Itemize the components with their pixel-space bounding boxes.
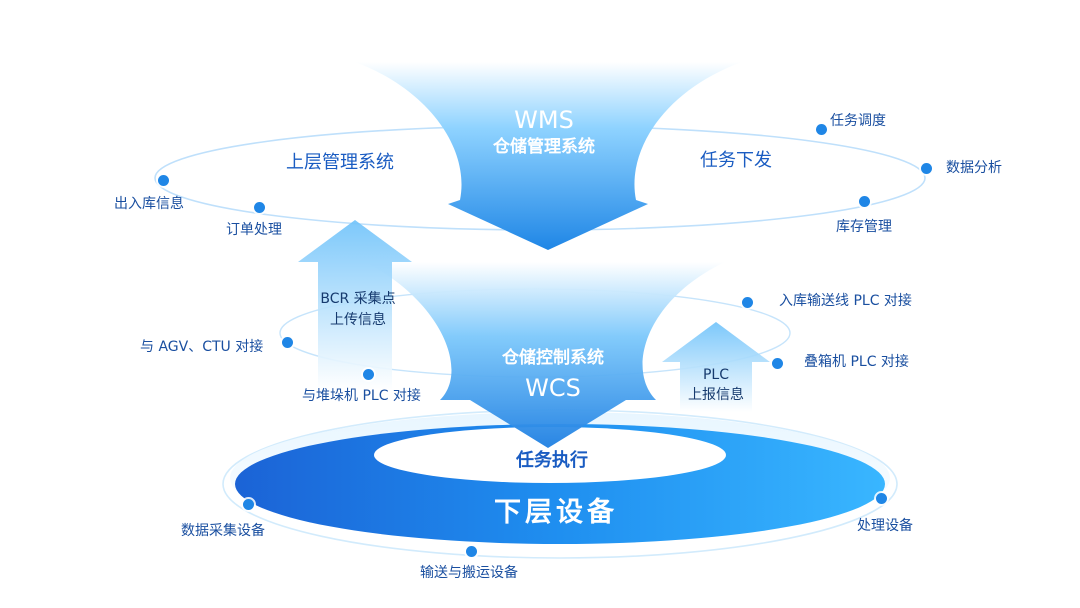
node-dot (363, 369, 374, 380)
node-dot (816, 124, 827, 135)
wcs-name: 仓储控制系统 (502, 348, 604, 368)
node-dot (243, 499, 254, 510)
wcs-funnel-arrow (365, 262, 725, 448)
wcs-code: WCS (525, 374, 581, 402)
upper-management-title: 上层管理系统 (286, 152, 394, 173)
node-inbound-conveyor-plc: 入库输送线 PLC 对接 (779, 293, 912, 309)
wms-code: WMS (514, 106, 574, 134)
plc-label-line1: PLC (702, 367, 730, 383)
node-inout-info: 出入库信息 (114, 196, 184, 212)
node-inventory-management: 库存管理 (836, 219, 892, 235)
node-box-stacker-plc: 叠箱机 PLC 对接 (804, 354, 909, 370)
node-stacker-plc: 与堆垛机 PLC 对接 (302, 388, 421, 404)
node-conveying-handling-equipment: 输送与搬运设备 (420, 565, 518, 581)
node-order-processing: 订单处理 (226, 222, 282, 238)
plc-up-arrow (662, 322, 770, 412)
bcr-label-line2: 上传信息 (330, 312, 386, 328)
task-execution-label: 任务执行 (516, 450, 588, 471)
wms-name: 仓储管理系统 (493, 137, 595, 157)
bcr-up-arrow (298, 220, 412, 390)
bcr-label-line1: BCR 采集点 (320, 291, 396, 307)
disc-center-hole (374, 427, 726, 483)
plc-label-line2: 上报信息 (688, 387, 744, 403)
node-agv-ctu: 与 AGV、CTU 对接 (140, 339, 264, 355)
node-dot (254, 202, 265, 213)
node-dot (282, 337, 293, 348)
node-dot (876, 493, 887, 504)
task-dispatch-title: 任务下发 (700, 150, 772, 171)
node-dot (859, 196, 870, 207)
node-task-scheduling: 任务调度 (830, 113, 886, 129)
node-dot (921, 163, 932, 174)
wms-funnel-arrow (355, 62, 742, 250)
node-dot (742, 297, 753, 308)
node-dot (466, 546, 477, 557)
node-dot (158, 175, 169, 186)
node-dot (772, 358, 783, 369)
node-processing-equipment: 处理设备 (857, 518, 913, 534)
lower-equipment-title: 下层设备 (494, 497, 618, 528)
node-data-analysis: 数据分析 (946, 160, 1002, 176)
node-data-collection-equipment: 数据采集设备 (181, 523, 265, 539)
